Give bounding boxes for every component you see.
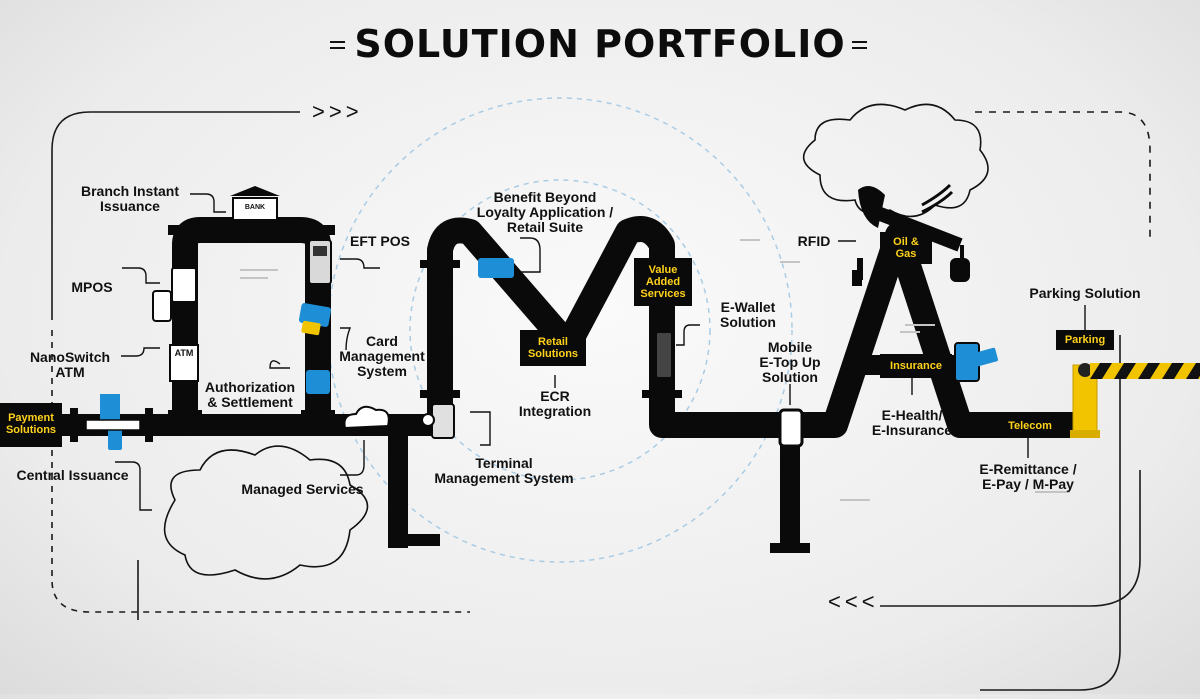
insurance-device-icon xyxy=(954,342,980,382)
label-authorization-settlement: Authorization & Settlement xyxy=(204,379,296,410)
label-branch-instant-issuance: Branch Instant Issuance xyxy=(80,183,179,214)
label-payment-solutions: Payment Solutions xyxy=(5,412,57,436)
joint-9 xyxy=(70,408,78,442)
label-mobile-etopup: Mobile E-Top Up Solution xyxy=(759,339,821,385)
frame-top-left xyxy=(51,111,300,320)
value-added-services-box xyxy=(634,258,692,306)
telecom-box xyxy=(998,415,1062,437)
authorization-icon xyxy=(306,370,330,394)
label-eft-pos: EFT POS xyxy=(350,233,410,249)
pipe-m-shape xyxy=(427,216,790,438)
label-rfid: RFID xyxy=(797,233,831,249)
frame-bottom-left xyxy=(51,330,470,613)
pumpjack-weight xyxy=(950,258,970,282)
label-central-issuance: Central Issuance xyxy=(16,467,129,483)
joint-5 xyxy=(420,260,460,268)
flow-arrows-bottom: <<< xyxy=(828,589,879,614)
leader-lines xyxy=(115,193,1086,511)
label-mpos: MPOS xyxy=(71,279,113,295)
bank-icon xyxy=(230,186,280,226)
decor-dashes xyxy=(240,239,1070,501)
label-e-remittance: E-Remittance / E-Pay / M-Pay xyxy=(979,461,1077,492)
label-ecr-integration: ECR Integration xyxy=(518,388,592,419)
label-oil-gas: Oil & Gas xyxy=(893,236,919,260)
insurance-card-icon xyxy=(974,347,998,367)
joint-4 xyxy=(301,225,335,235)
joint-10 xyxy=(145,408,153,442)
pipe-a-shape xyxy=(790,222,1085,438)
smoke-1 xyxy=(921,183,952,207)
retail-solutions-box xyxy=(520,330,586,366)
flow-arrows-top: >>> xyxy=(312,99,363,124)
joint-2 xyxy=(168,410,202,420)
joint-1 xyxy=(168,225,202,235)
label-nanoswitch-atm: NanoSwitch ATM xyxy=(29,349,111,380)
background-circles xyxy=(327,97,793,563)
yellow-boxes xyxy=(0,232,1114,447)
label-value-added-services: Value Added Services xyxy=(640,264,686,300)
label-retail-solutions: Retail Solutions xyxy=(527,336,579,360)
retail-suite-logo-icon xyxy=(478,258,514,278)
tms-terminal-icon xyxy=(431,403,455,439)
joint-7 xyxy=(642,390,682,398)
oil-gas-box xyxy=(880,232,932,264)
label-benefit-beyond: Benefit Beyond Loyalty Application / Ret… xyxy=(476,189,614,235)
label-e-health: E-Health/ E-Insurance xyxy=(871,407,953,438)
atm-icon xyxy=(169,344,199,382)
barrier-stripes xyxy=(1090,363,1200,379)
label-telecom: Telecom xyxy=(1008,420,1052,432)
cloud-bottom xyxy=(163,445,369,580)
label-e-wallet-solution: E-Wallet Solution xyxy=(720,299,776,330)
frame-lines xyxy=(51,111,1151,691)
label-insurance: Insurance xyxy=(890,360,942,372)
icons xyxy=(85,186,998,450)
document-icon xyxy=(100,394,120,420)
pumpjack-beam xyxy=(867,203,963,252)
joint-8 xyxy=(420,390,460,398)
parking-barrier xyxy=(1070,363,1200,438)
parking-box xyxy=(1056,330,1114,350)
gear-icon xyxy=(421,413,435,427)
cloud-top xyxy=(802,103,989,218)
joint-3 xyxy=(301,410,335,420)
frame-bottom-right xyxy=(980,335,1121,691)
barrier-pivot xyxy=(1078,363,1092,377)
label-card-management-system: Card Management System xyxy=(339,333,425,379)
card-icon xyxy=(298,303,332,327)
label-parking: Parking xyxy=(1064,334,1106,346)
bank-sign: BANK xyxy=(244,204,266,211)
label-managed-services: Managed Services xyxy=(241,481,364,497)
label-parking-solution: Parking Solution xyxy=(1029,285,1141,301)
frame-bottom-right-inner xyxy=(880,470,1141,607)
pumpjack-head xyxy=(858,186,885,228)
card-printer-icon xyxy=(85,419,141,431)
pipe-left-loop xyxy=(172,217,331,425)
cloud-service-icon xyxy=(343,405,390,430)
page-title: SOLUTION PORTFOLIO xyxy=(354,22,846,66)
mobile-phone-icon xyxy=(778,408,804,448)
barrier-base xyxy=(1070,430,1100,438)
smoke-2 xyxy=(921,190,954,214)
phone-icon xyxy=(152,290,172,322)
insurance-box xyxy=(880,354,952,378)
card-reader-icon xyxy=(108,428,122,450)
bg-circle-inner xyxy=(409,179,711,481)
label-terminal-management-system: Terminal Management System xyxy=(434,455,574,486)
ewallet-phone-icon xyxy=(655,331,673,379)
payment-solutions-box xyxy=(0,403,62,447)
bg-circle-outer xyxy=(327,97,793,563)
mpos-terminal-icon xyxy=(171,267,197,303)
atm-sign: ATM xyxy=(174,348,194,358)
title-decoration xyxy=(330,41,867,49)
rfid-tag xyxy=(852,270,862,286)
frame-top-right xyxy=(975,111,1151,240)
pumpjack-details xyxy=(852,183,970,286)
